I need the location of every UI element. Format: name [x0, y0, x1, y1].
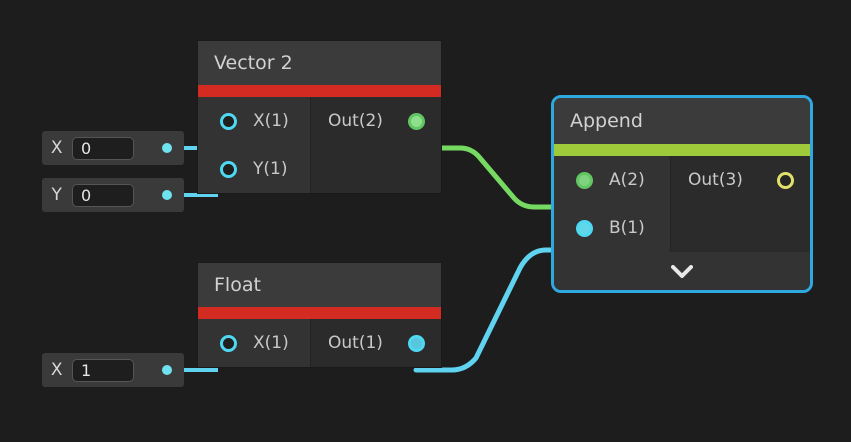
port-label: X(1) — [253, 111, 289, 131]
node-expander-button[interactable] — [554, 252, 810, 290]
port-label: Y(1) — [253, 159, 288, 179]
node-inputs-column: X(1) Y(1) — [198, 97, 310, 193]
port-row-out[interactable]: Out(3) — [670, 156, 810, 204]
port-row-y[interactable]: Y(1) — [198, 145, 310, 193]
property-value-input[interactable]: 1 — [72, 358, 134, 382]
node-append[interactable]: Append A(2) B(1) Out(3) — [551, 95, 813, 293]
port-row-a[interactable]: A(2) — [554, 156, 670, 204]
port-label: B(1) — [609, 218, 645, 238]
node-title: Float — [198, 263, 441, 307]
property-value-input[interactable]: 0 — [72, 183, 134, 207]
node-vector2[interactable]: Vector 2 X(1) Y(1) Out(2) — [197, 40, 442, 194]
input-port-icon[interactable] — [576, 171, 593, 189]
property-label: Y — [51, 185, 63, 205]
port-label: Out(3) — [688, 170, 743, 190]
node-outputs-column: Out(1) — [310, 319, 441, 367]
port-row-x[interactable]: X(1) — [198, 319, 310, 367]
property-label: X — [50, 360, 64, 380]
node-outputs-column: Out(2) — [310, 97, 441, 193]
input-port-icon[interactable] — [220, 160, 237, 178]
node-float[interactable]: Float X(1) Out(1) — [197, 262, 442, 368]
port-label: X(1) — [253, 333, 289, 353]
chevron-down-icon — [671, 264, 693, 278]
node-accent-bar — [198, 307, 441, 319]
node-title: Append — [554, 98, 810, 144]
column-divider — [670, 156, 671, 252]
node-accent-bar — [554, 144, 810, 156]
column-divider — [310, 319, 311, 367]
property-row-vector2-y[interactable]: Y 0 — [42, 178, 184, 212]
port-row-x[interactable]: X(1) — [198, 97, 310, 145]
output-port-icon[interactable] — [777, 171, 794, 189]
port-row-out[interactable]: Out(1) — [310, 319, 441, 367]
input-port-icon[interactable] — [220, 112, 237, 130]
column-divider — [310, 97, 311, 193]
property-value-input[interactable]: 0 — [72, 136, 134, 160]
port-label: Out(2) — [328, 111, 383, 131]
port-row-b[interactable]: B(1) — [554, 204, 670, 252]
node-accent-bar — [198, 85, 441, 97]
port-label: Out(1) — [328, 333, 383, 353]
input-port-icon[interactable] — [220, 334, 237, 352]
node-inputs-column: A(2) B(1) — [554, 156, 670, 252]
node-title: Vector 2 — [198, 41, 441, 85]
node-outputs-column: Out(3) — [670, 156, 810, 252]
node-inputs-column: X(1) — [198, 319, 310, 367]
connector-dot-icon[interactable] — [162, 143, 172, 153]
port-row-out[interactable]: Out(2) — [310, 97, 441, 145]
property-row-vector2-x[interactable]: X 0 — [42, 131, 184, 165]
connector-dot-icon[interactable] — [162, 190, 172, 200]
input-port-icon[interactable] — [576, 219, 593, 237]
port-label: A(2) — [609, 170, 645, 190]
property-row-float-x[interactable]: X 1 — [42, 353, 184, 387]
output-port-icon[interactable] — [408, 112, 425, 130]
connector-dot-icon[interactable] — [162, 365, 172, 375]
output-port-icon[interactable] — [408, 334, 425, 352]
property-label: X — [50, 138, 64, 158]
